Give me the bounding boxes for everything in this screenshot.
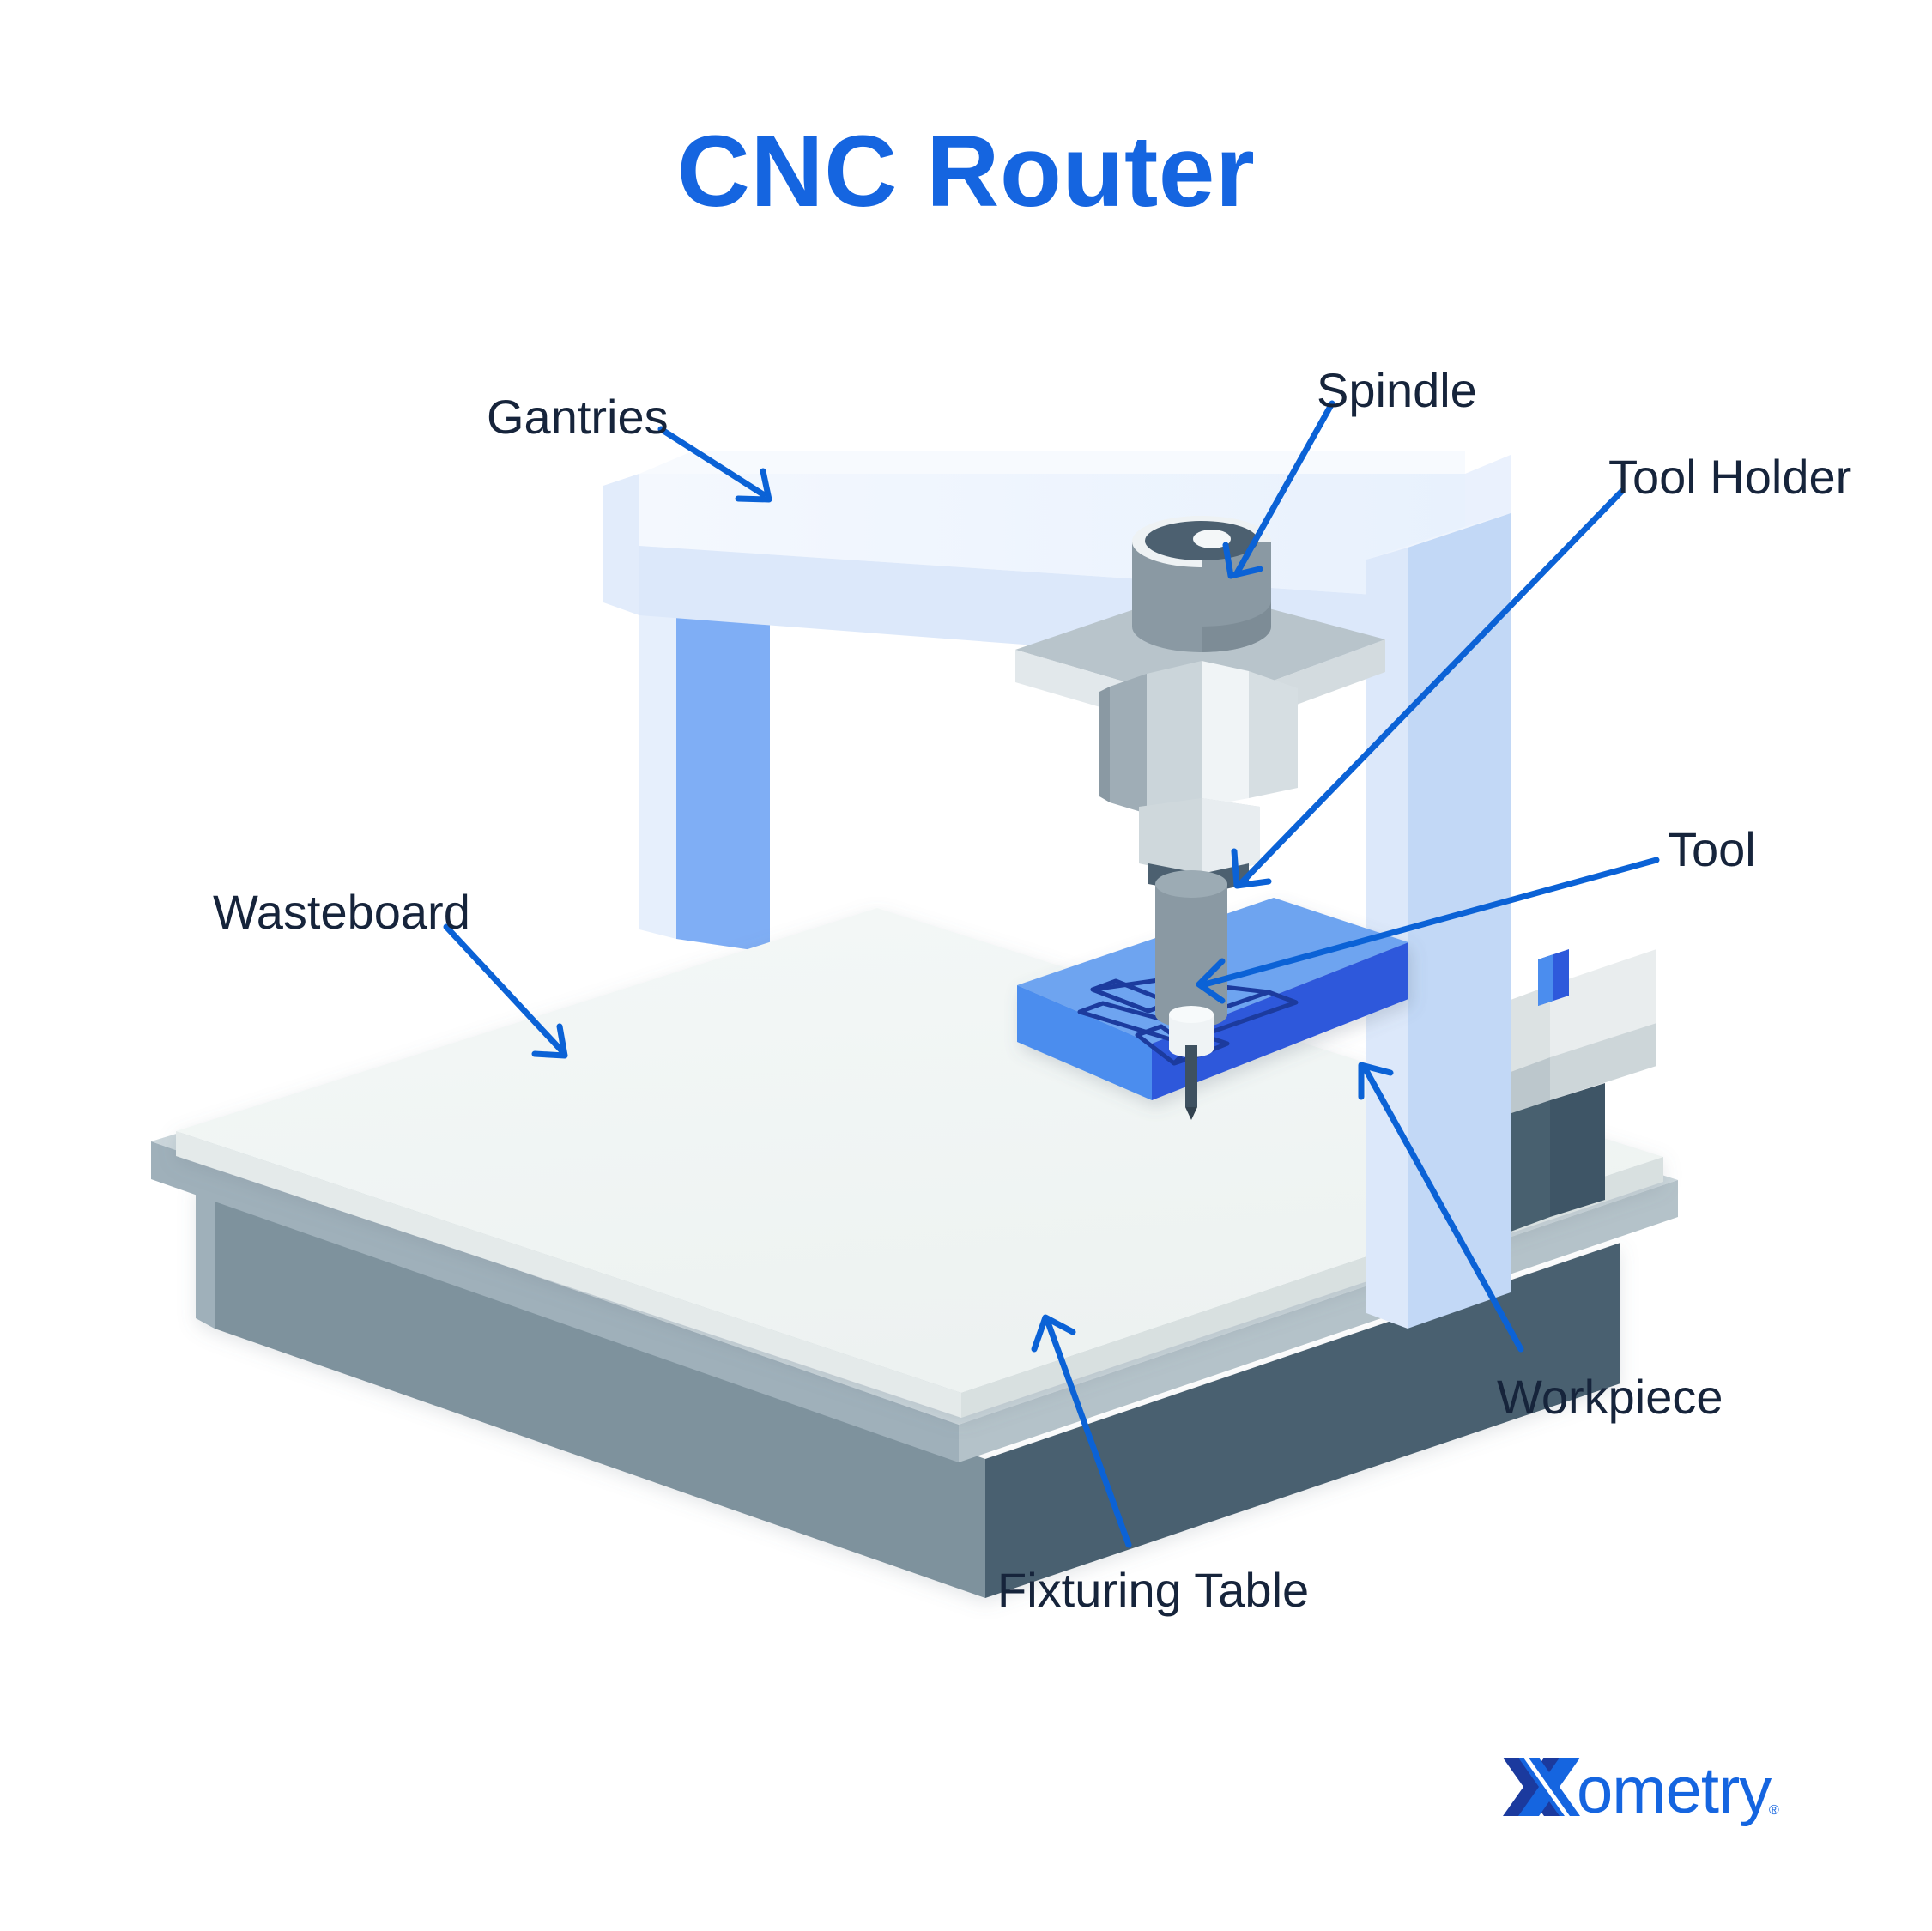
leader-lines bbox=[443, 400, 1660, 1548]
leader-spindle bbox=[1222, 400, 1335, 579]
leader-fixturing-table bbox=[1031, 1314, 1132, 1548]
label-tool: Tool bbox=[1668, 822, 1756, 876]
xometry-logo-svg: ometry ® bbox=[1503, 1754, 1779, 1827]
cutting-tool-bit bbox=[1185, 1045, 1197, 1120]
leader-gantries bbox=[657, 426, 772, 503]
logo-wordmark: ometry bbox=[1577, 1754, 1772, 1827]
fixturing-table-base bbox=[196, 1181, 1620, 1598]
label-gantries: Gantries bbox=[487, 390, 669, 444]
logo-registered-mark: ® bbox=[1769, 1803, 1779, 1818]
spindle-housing bbox=[1099, 661, 1298, 814]
leader-workpiece bbox=[1358, 1062, 1524, 1353]
logo-x-mark bbox=[1503, 1758, 1580, 1816]
label-fixturing-table: Fixturing Table bbox=[997, 1563, 1310, 1617]
leader-tool bbox=[1196, 857, 1660, 1004]
page-title: CNC Router bbox=[676, 115, 1256, 228]
leader-tool-holder bbox=[1231, 487, 1626, 889]
label-wasteboard: Wasteboard bbox=[213, 885, 470, 939]
spindle-motor bbox=[1132, 516, 1271, 652]
leader-wasteboard bbox=[443, 923, 568, 1059]
tool-holder-collet bbox=[1155, 870, 1227, 1057]
label-tool-holder: Tool Holder bbox=[1608, 450, 1852, 504]
xometry-logo: ometry ® bbox=[1498, 1751, 1790, 1830]
label-spindle: Spindle bbox=[1317, 363, 1477, 417]
table-right-extension bbox=[1504, 949, 1656, 1234]
label-workpiece: Workpiece bbox=[1497, 1370, 1723, 1424]
